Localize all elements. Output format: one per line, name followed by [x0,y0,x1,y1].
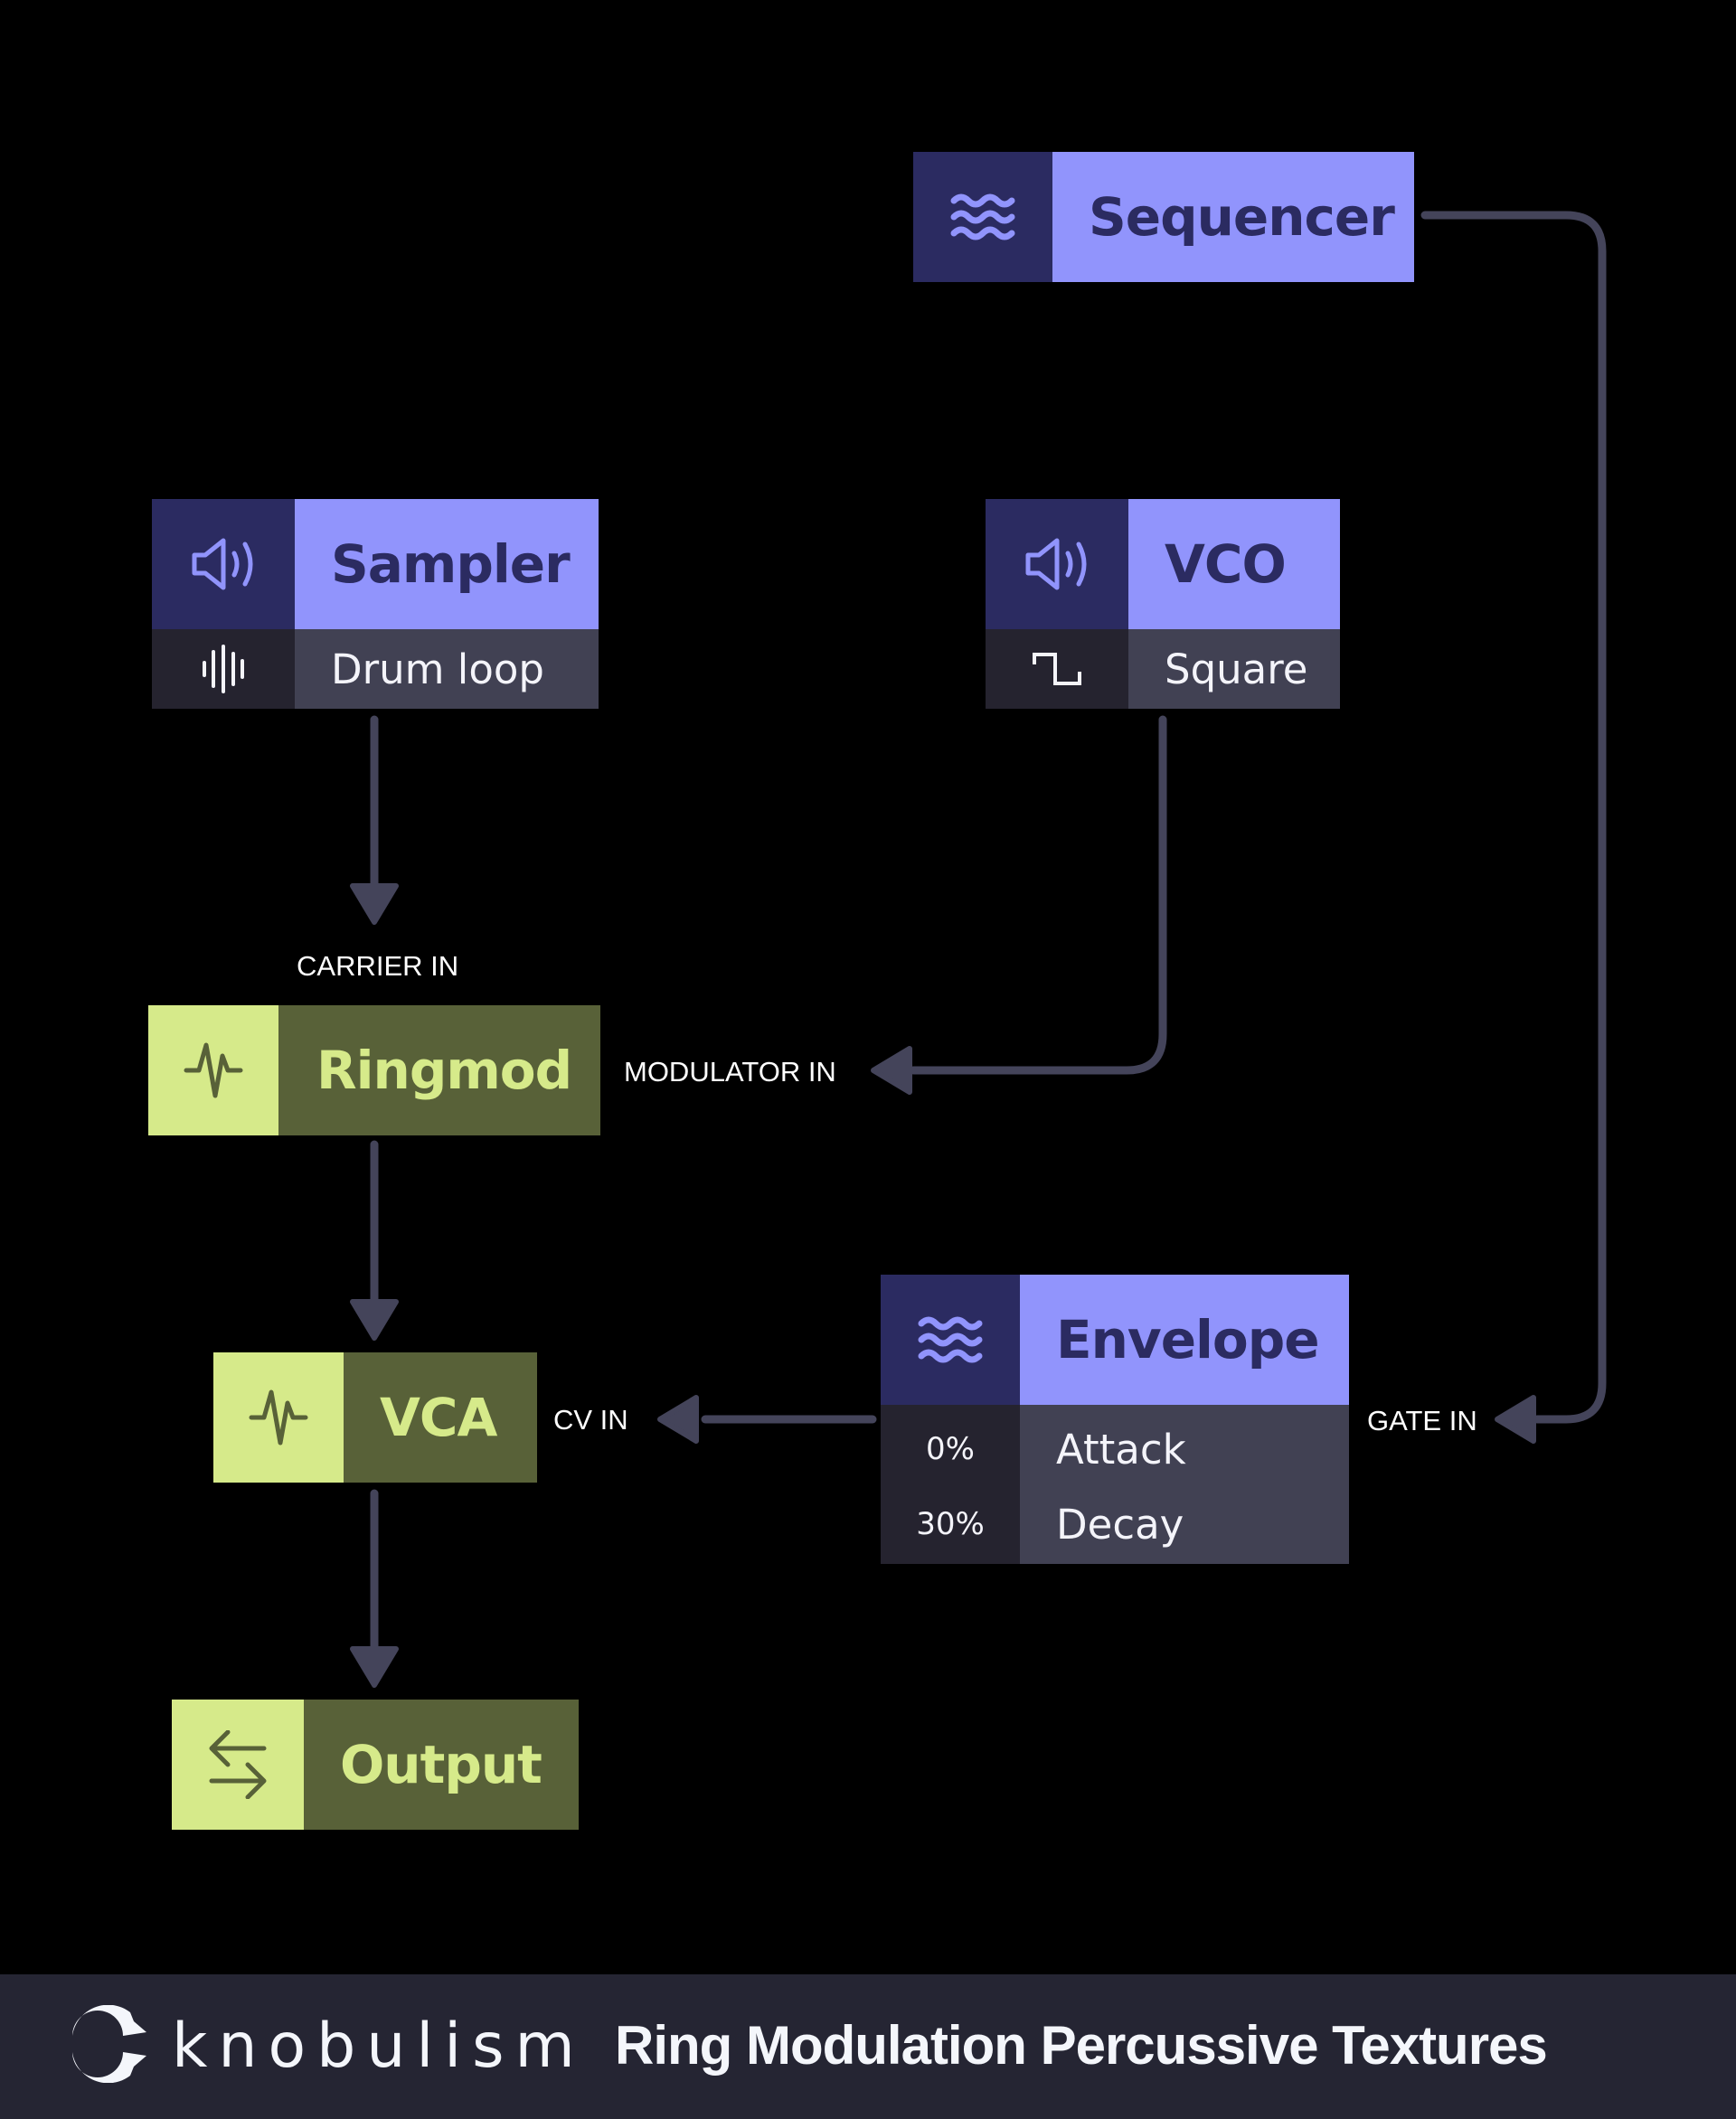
speaker-icon [152,499,295,629]
port-label-gate-in: GATE IN [1367,1405,1477,1436]
waves-icon [881,1275,1020,1405]
arrowhead-modulator-in [871,1046,912,1095]
param-label: Attack [1020,1405,1349,1484]
arrowhead-cv-in [657,1395,699,1444]
arrowhead-vca-in [350,1299,399,1341]
node-title: Sequencer [1052,152,1414,282]
port-label-modulator-in: MODULATOR IN [624,1056,836,1088]
node-title: VCA [344,1352,537,1483]
param-row[interactable]: Square [986,629,1340,709]
node-title: Ringmod [278,1005,600,1135]
arrowhead-gate-in [1495,1395,1536,1444]
node-sequencer[interactable]: Sequencer [913,152,1414,282]
node-vca[interactable]: VCA [213,1352,537,1483]
param-row-decay[interactable]: 30% Decay [881,1484,1349,1564]
node-sampler[interactable]: Sampler Drum loop [152,499,599,709]
arrowhead-output-in [350,1646,399,1688]
param-row-attack[interactable]: 0% Attack [881,1405,1349,1484]
param-value: 0% [881,1405,1020,1484]
port-label-carrier-in: CARRIER IN [297,950,459,982]
brand-name: knobulism [172,2010,586,2082]
arrowhead-carrier-in [350,883,399,925]
wire-vco-to-ringmod [909,715,1167,1075]
speaker-icon [986,499,1128,629]
node-title: Envelope [1020,1275,1349,1405]
node-output[interactable]: Output [172,1700,579,1830]
pulse-icon [213,1352,344,1483]
node-vco[interactable]: VCO Square [986,499,1340,709]
param-label: Decay [1020,1484,1349,1564]
wire-sequencer-to-envelope [1420,211,1607,1424]
node-envelope[interactable]: Envelope 0% Attack 30% Decay [881,1275,1349,1564]
waves-icon [913,152,1052,282]
node-ringmod[interactable]: Ringmod [148,1005,600,1135]
knobulism-logo-icon [71,2004,148,2086]
port-label-cv-in: CV IN [553,1404,628,1436]
footer-bar: knobulism Ring Modulation Percussive Tex… [0,1974,1736,2119]
patch-title: Ring Modulation Percussive Textures [615,2015,1548,2076]
patch-cables [350,211,1607,1688]
node-title: VCO [1128,499,1340,629]
param-label: Square [1128,629,1340,709]
param-row[interactable]: Drum loop [152,629,599,709]
brand: knobulism [71,2004,586,2086]
param-label: Drum loop [295,629,599,709]
node-title: Output [304,1700,579,1830]
param-value: 30% [881,1484,1020,1564]
swap-arrows-icon [172,1700,304,1830]
node-title: Sampler [295,499,599,629]
waveform-icon [152,629,295,709]
square-wave-icon [986,629,1128,709]
pulse-icon [148,1005,278,1135]
